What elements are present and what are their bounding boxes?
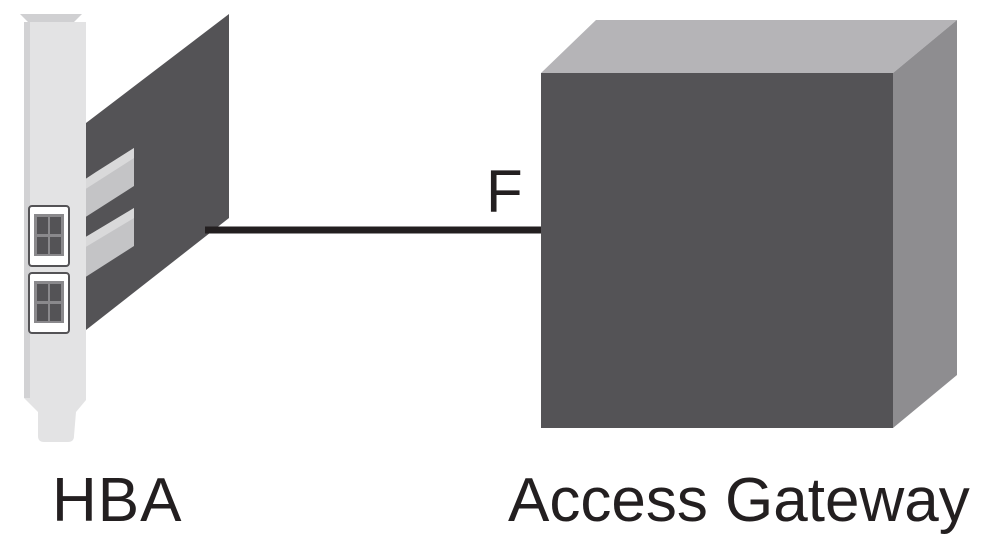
access-gateway-side-face [893,20,957,428]
access-gateway-label: Access Gateway [508,470,970,532]
f-port-label: F [486,162,523,222]
access-gateway-front-face [541,73,893,428]
access-gateway-device [541,20,957,428]
hba-port-upper [29,206,69,266]
hba-bracket-tab [20,14,82,22]
hba-port-lower [29,273,69,333]
hba-card [20,14,229,442]
access-gateway-top-face [541,20,957,73]
hba-label: HBA [52,470,182,532]
